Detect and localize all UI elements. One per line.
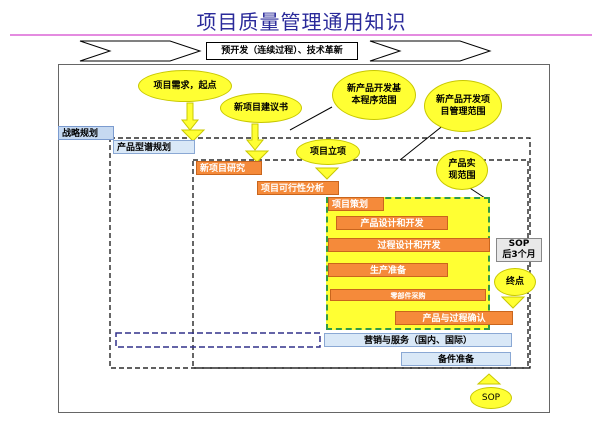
bar-new-project-research: 新项目研究 (196, 161, 262, 175)
bar-product-design: 产品设计和开发 (336, 216, 448, 230)
triangle-3 (314, 167, 340, 180)
bubble-sop: SOP (470, 387, 512, 409)
bar-project-planning: 项目策划 (328, 197, 384, 211)
bubble-project-proposal: 新项目建议书 (220, 93, 302, 123)
triangle-end (500, 296, 526, 309)
bubble-product-realization: 产品实现范围 (436, 150, 488, 190)
bar-product-planning: 产品型谱规划 (113, 140, 195, 154)
bar-product-process-confirm: 产品与过程确认 (395, 311, 513, 325)
title-underline (10, 34, 592, 36)
bar-feasibility: 项目可行性分析 (257, 181, 339, 195)
npd-basic-region (109, 137, 531, 369)
bar-marketing: 营销与服务（国内、国际） (324, 333, 512, 347)
triangle-2 (244, 150, 270, 163)
bar-spare-parts: 备件准备 (401, 352, 511, 366)
bar-production-prep: 生产准备 (328, 263, 448, 277)
bubble-project-demand: 项目需求，起点 (138, 70, 232, 102)
sop-box: SOP 后3个月 (496, 238, 542, 262)
bubble-project-initiation: 项目立项 (296, 139, 360, 165)
arrow-down-2 (245, 123, 265, 151)
page-title: 项目质量管理通用知识 (196, 10, 407, 34)
triangle-1 (180, 129, 206, 142)
left-chevron-arrow (79, 40, 202, 62)
banner-arrows (79, 40, 492, 62)
sop-box-line2: 后3个月 (502, 250, 536, 260)
right-chevron-arrow (369, 40, 492, 62)
bubble-end-point: 终点 (494, 268, 536, 296)
bubble-npd-basic: 新产品开发基本程序范围 (332, 70, 416, 120)
arrow-down-1 (180, 102, 200, 131)
bar-process-design: 过程设计和开发 (328, 238, 490, 252)
marketing-dashed-region (115, 332, 321, 348)
bubble-npd-pm: 新产品开发项目管理范围 (424, 80, 502, 132)
bar-parts-purchase: 零部件采购 (330, 289, 486, 301)
triangle-sop (476, 373, 502, 385)
bar-strategy: 战略规划 (58, 126, 114, 140)
sop-box-line1: SOP (508, 239, 530, 249)
banner-label: 预开发（连续过程）、技术革新 (206, 42, 358, 60)
